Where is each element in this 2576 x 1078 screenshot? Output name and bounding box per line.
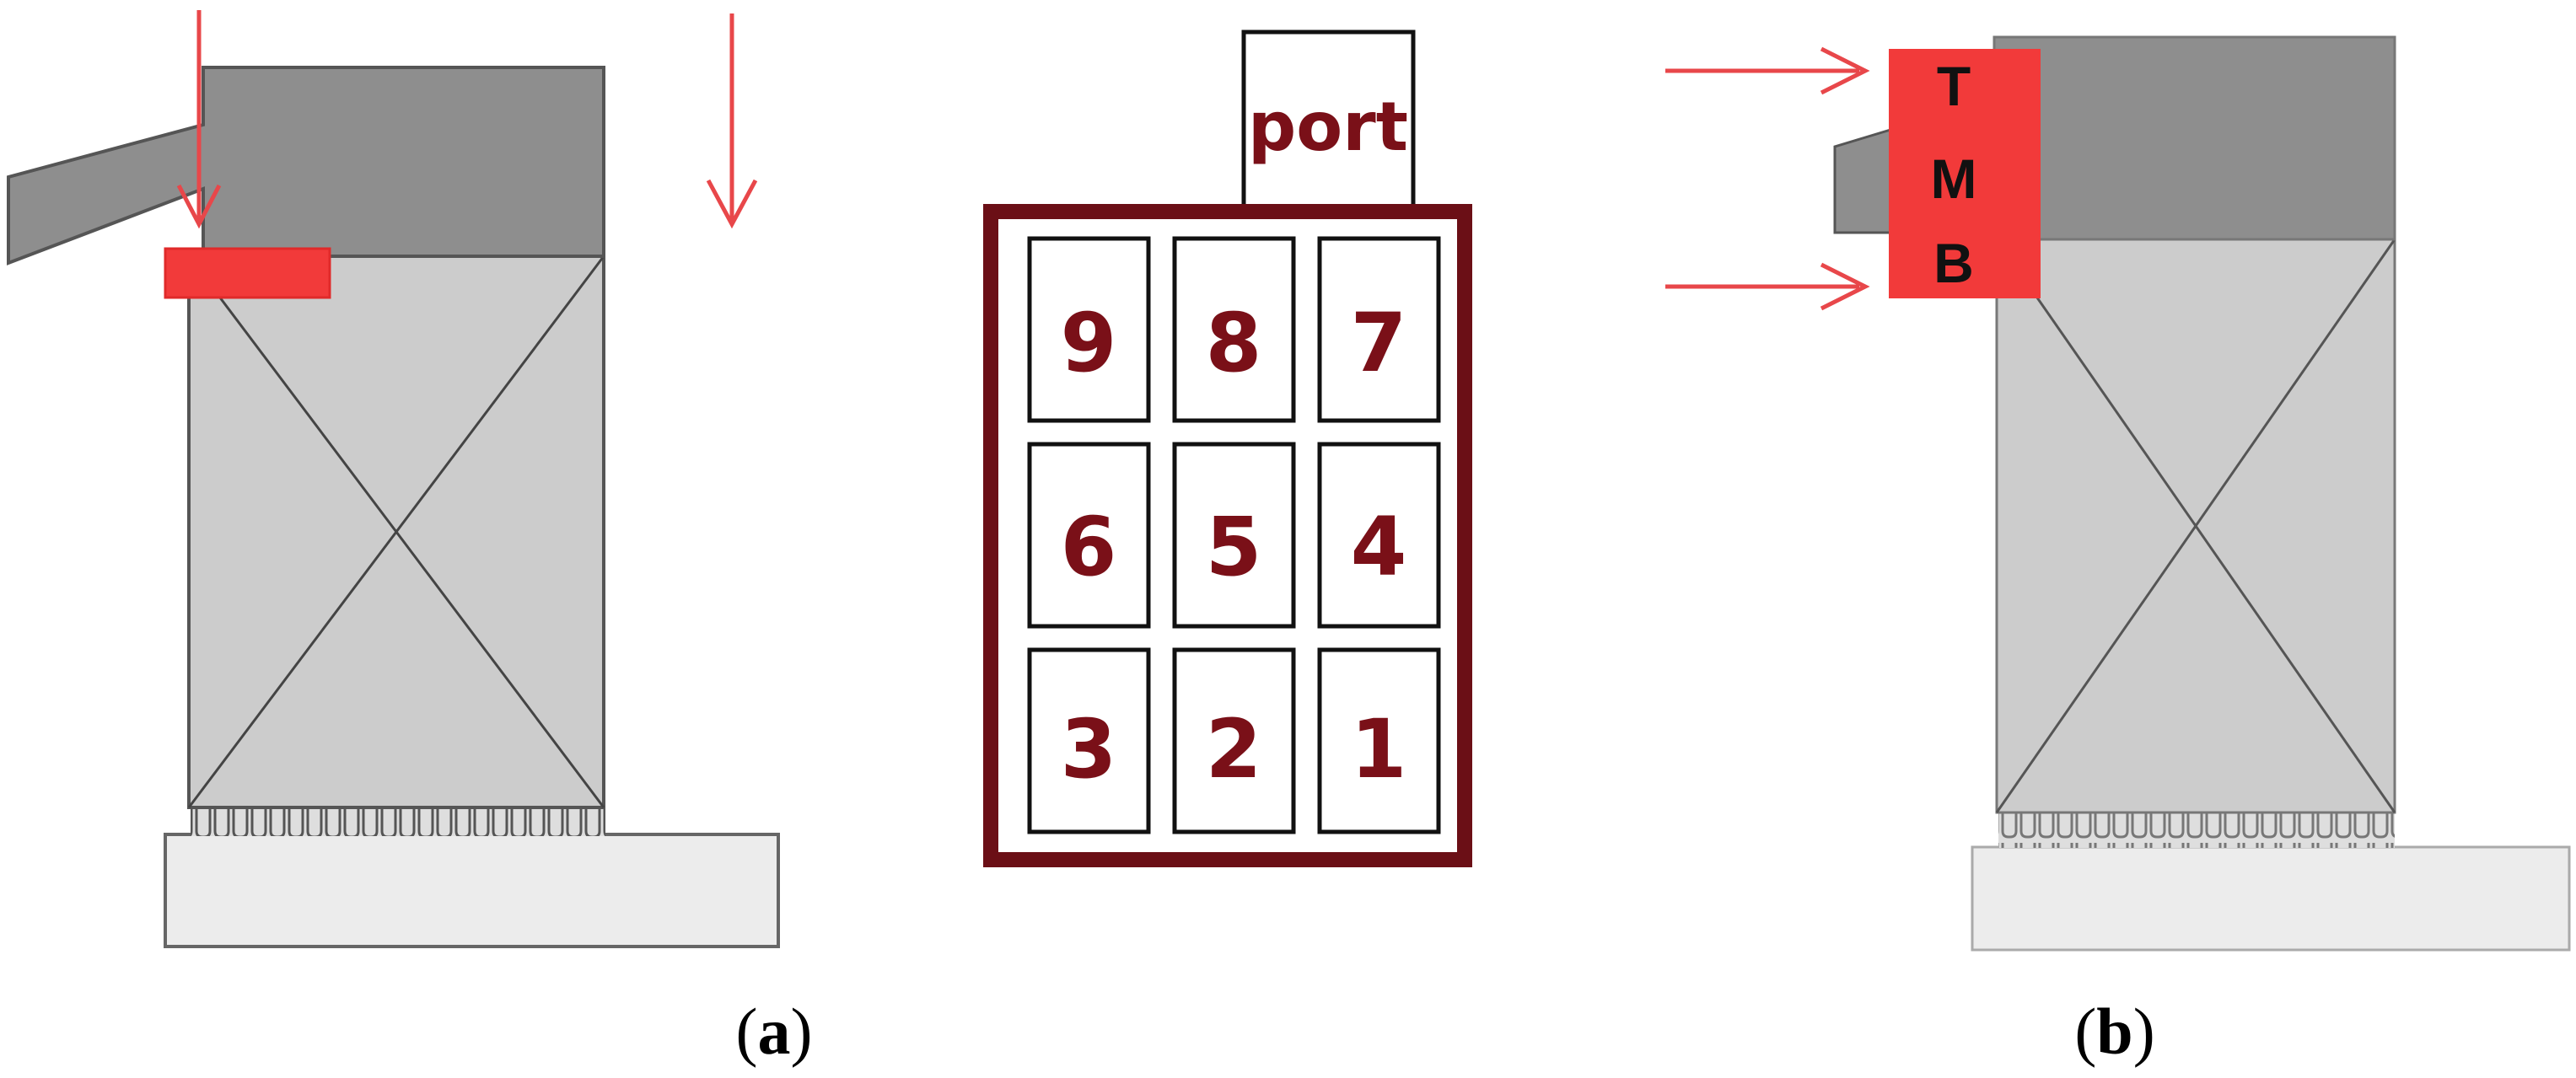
- base-plate-b: [1971, 845, 2571, 952]
- grid-cell-9: [1027, 236, 1151, 423]
- top-block-a: [7, 66, 605, 265]
- grid-cell-8: [1172, 236, 1296, 423]
- grid-cell-3-label: 3: [1061, 702, 1117, 796]
- body-cross-line-2: [187, 255, 605, 808]
- cell-grid: port 9 8 7 6 5 4 3 2 1: [983, 29, 1472, 867]
- grid-cell-8-label: 8: [1206, 296, 1262, 390]
- figure-b: T M B: [1665, 35, 2571, 952]
- figure-a: [7, 10, 780, 948]
- caption-a: (a): [736, 995, 813, 1068]
- comb-teeth-b: [1998, 811, 2395, 848]
- grid-cell-1: [1317, 647, 1441, 834]
- arrow-right-1: [1665, 46, 1870, 95]
- caption-a-open: (: [736, 995, 758, 1068]
- grid-cell-6: [1027, 442, 1151, 629]
- sensor-stack-b: [1889, 49, 2041, 298]
- arrow-down-1: [176, 10, 222, 229]
- arm-b: [1833, 127, 1892, 234]
- sensor-pad-a: [164, 247, 331, 299]
- grid-cell-5-label: 5: [1206, 500, 1262, 594]
- grid-cell-4: [1317, 442, 1441, 629]
- grid-cell-7: [1317, 236, 1441, 423]
- caption-b: (b): [2074, 995, 2154, 1068]
- body-b-cross-line-2: [1995, 239, 2396, 813]
- caption-a-letter: a: [758, 995, 791, 1068]
- caption-b-close: ): [2133, 995, 2155, 1068]
- grid-cell-9-label: 9: [1061, 296, 1117, 390]
- grid-cell-1-label: 1: [1351, 702, 1407, 796]
- sensor-label-middle: M: [1931, 147, 1977, 210]
- comb-teeth-a: [191, 806, 605, 836]
- caption-b-open: (: [2074, 995, 2096, 1068]
- caption-a-close: ): [791, 995, 813, 1068]
- grid-cell-2-label: 2: [1206, 702, 1262, 796]
- arrow-down-2: [706, 13, 758, 229]
- sensor-label-top: T: [1937, 55, 1971, 117]
- grid-cell-7-label: 7: [1351, 296, 1407, 390]
- grid-cell-4-label: 4: [1351, 500, 1407, 594]
- top-block-b: [1993, 35, 2396, 241]
- grid-cell-3: [1027, 647, 1151, 834]
- grid-cell-5: [1172, 442, 1296, 629]
- grid-cell-6-label: 6: [1061, 500, 1117, 594]
- base-plate-a: [164, 833, 780, 948]
- grid-cell-2: [1172, 647, 1296, 834]
- caption-b-letter: b: [2096, 995, 2132, 1068]
- sensor-label-bottom: B: [1933, 232, 1974, 294]
- port-box: [1241, 29, 1416, 207]
- port-label: port: [1248, 88, 1408, 166]
- arrow-right-2: [1665, 262, 1870, 311]
